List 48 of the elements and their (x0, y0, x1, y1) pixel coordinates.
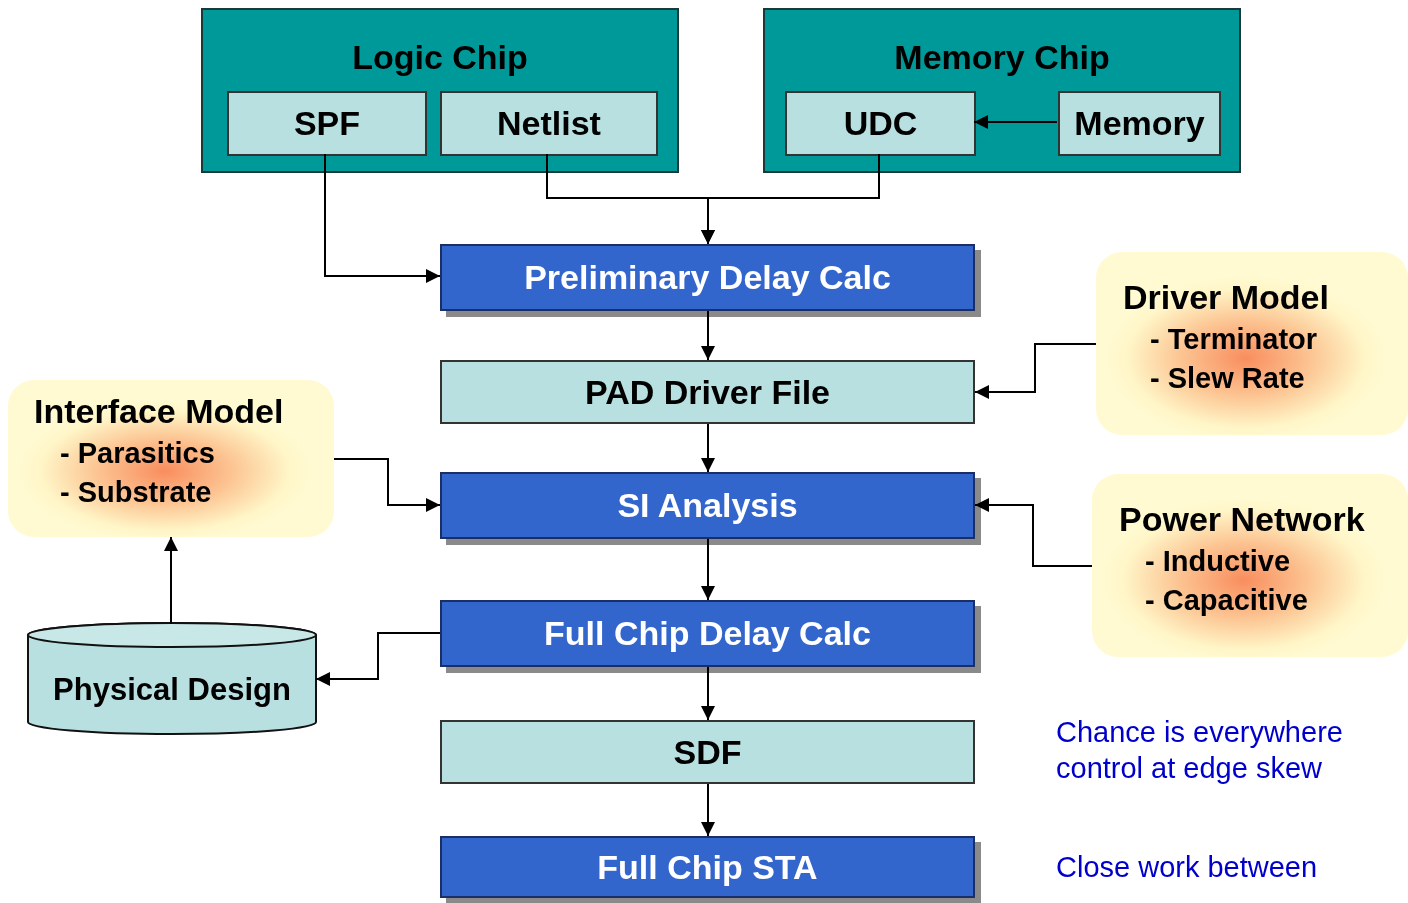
process-box (440, 91, 658, 156)
arrow (701, 153, 880, 245)
node-label: Memory (1074, 104, 1205, 143)
model-card (8, 380, 334, 537)
arrow (701, 423, 715, 473)
card-heading: Driver Model (1123, 278, 1330, 317)
arrow (973, 115, 1058, 129)
node-label: SPF (293, 104, 361, 143)
process-box (785, 91, 976, 156)
note-text: Chance is everywhere control at edge skew (1056, 715, 1344, 787)
model-card (1092, 474, 1408, 657)
arrow (701, 538, 715, 601)
list-item: - Inductive (1145, 545, 1291, 578)
arrow (701, 783, 715, 837)
node-label: Preliminary Delay Calc (524, 258, 891, 297)
node-label: Full Chip STA (597, 847, 818, 887)
model-card (1096, 252, 1408, 435)
node-label: Full Chip Delay Calc (544, 614, 871, 653)
arrow (974, 343, 1097, 399)
process-box (440, 360, 975, 424)
process-box (440, 720, 975, 784)
process-box (1058, 91, 1221, 156)
node-label: PAD Driver File (585, 372, 830, 412)
arrow (333, 458, 441, 512)
panel-heading: Memory Chip (893, 38, 1111, 77)
node-label: SI Analysis (617, 486, 798, 525)
list-item: - Slew Rate (1150, 362, 1306, 395)
node-label: Netlist (497, 104, 601, 143)
arrow (701, 310, 715, 361)
list-item: - Capacitive (1145, 584, 1309, 617)
list-item: - Parasitics (60, 437, 216, 470)
panel-heading: Logic Chip (351, 38, 529, 77)
list-item: - Terminator (1150, 323, 1319, 356)
node-label: UDC (843, 104, 918, 143)
card-heading: Interface Model (34, 392, 285, 431)
arrow (701, 666, 715, 721)
arrow (324, 153, 441, 283)
arrow (974, 498, 1093, 567)
list-item: - Substrate (60, 476, 213, 509)
arrow (315, 632, 441, 686)
arrow (164, 536, 178, 625)
card-heading: Power Network (1119, 500, 1366, 539)
process-box (227, 91, 427, 156)
node-label: SDF (673, 732, 742, 772)
chip-panel (201, 8, 679, 173)
note-text: Close work between (1056, 850, 1319, 885)
node-label: Physical Design (53, 671, 291, 708)
chip-panel (763, 8, 1241, 173)
